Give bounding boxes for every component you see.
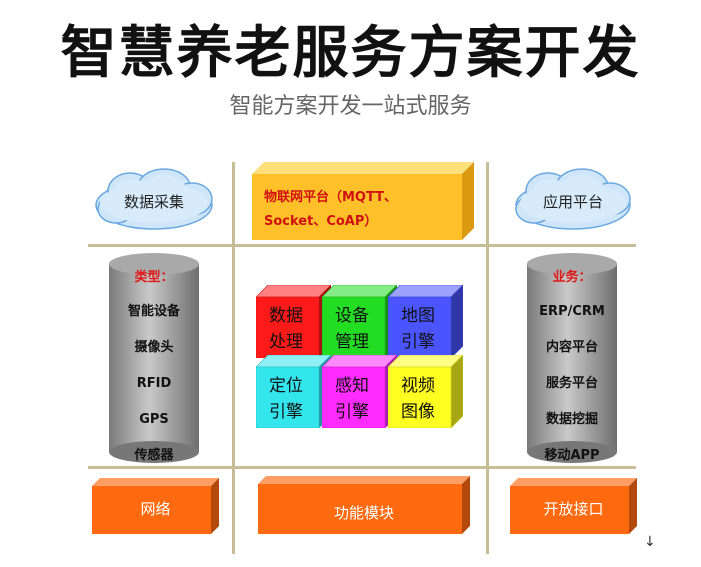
iot-platform-line1: 物联网平台（MQTT、 [264, 190, 398, 205]
cube-label-line2: 引擎 [269, 402, 303, 422]
business-cylinder: 业务： ERP/CRM 内容平台 服务平台 数据挖掘 移动APP [526, 252, 618, 464]
grid-line-bottom [88, 466, 636, 469]
cube-label-line1: 感知 [335, 376, 369, 396]
cube-label-line1: 定位 [269, 376, 303, 396]
type-item-sensor: 传感器 [134, 448, 174, 463]
open-interface-label: 开放接口 [543, 500, 604, 518]
type-item-smart-device: 智能设备 [127, 304, 180, 319]
business-item-mobile-app: 移动APP [544, 448, 600, 463]
cube-label-line1: 设备 [335, 306, 369, 326]
cube-label-line2: 管理 [335, 332, 369, 352]
business-list: ERP/CRM 内容平台 服务平台 数据挖掘 移动APP [526, 294, 618, 474]
cloud-icon [515, 168, 631, 230]
cube-shape [388, 355, 463, 428]
iot-platform-box: 物联网平台（MQTT、 Socket、CoAP） [252, 162, 474, 240]
cube-data-processing-text: 数据 处理 [256, 303, 316, 355]
business-item-data-mining: 数据挖掘 [545, 412, 598, 427]
cube-label-line2: 引擎 [335, 402, 369, 422]
cube-map-engine-text: 地图 引擎 [388, 303, 448, 355]
text-cursor-icon: ↓ [644, 534, 656, 550]
function-modules-label: 功能模块 [333, 504, 394, 522]
cube-label-line2: 引擎 [401, 332, 435, 352]
cube-perception-engine-text: 感知 引擎 [322, 373, 382, 425]
application-platform-cloud: 应用平台 [508, 165, 638, 237]
business-item-content: 内容平台 [545, 340, 598, 355]
iot-platform-text: 物联网平台（MQTT、 Socket、CoAP） [264, 186, 454, 234]
types-heading: 类型： [134, 270, 174, 285]
cube-label-line1: 视频 [401, 376, 435, 396]
network-box: 网络 [92, 478, 219, 534]
open-interface-box: 开放接口 [510, 478, 637, 534]
function-modules-box: 功能模块 [258, 476, 470, 534]
cloud-icon [95, 168, 213, 230]
cube-shape [388, 285, 463, 358]
page-subtitle: 智能方案开发一站式服务 [229, 94, 472, 119]
cube-label-line2: 处理 [269, 332, 303, 352]
business-item-service: 服务平台 [545, 376, 598, 391]
type-item-camera: 摄像头 [134, 340, 174, 355]
grid-line-right [486, 162, 489, 554]
iot-platform-line2: Socket、CoAP） [264, 214, 378, 229]
data-collection-label: 数据采集 [123, 193, 184, 211]
cube-label-line1: 地图 [401, 306, 435, 326]
cube-label-line1: 数据 [269, 306, 303, 326]
cube-video-image: 视频 图像 [388, 355, 463, 428]
page-title: 智慧养老服务方案开发 [60, 21, 641, 86]
cube-perception-engine: 感知 引擎 [322, 355, 397, 428]
cube-video-image-text: 视频 图像 [388, 373, 448, 425]
type-item-gps: GPS [139, 412, 169, 427]
network-label: 网络 [140, 500, 171, 518]
type-item-rfid: RFID [136, 376, 172, 391]
cube-positioning-engine: 定位 引擎 [256, 355, 331, 428]
data-collection-cloud: 数据采集 [88, 165, 220, 237]
cube-positioning-engine-text: 定位 引擎 [256, 373, 316, 425]
cube-map-engine: 地图 引擎 [388, 285, 463, 358]
cube-device-management-text: 设备 管理 [322, 303, 382, 355]
cube-label-line2: 图像 [401, 402, 435, 422]
business-heading: 业务： [552, 270, 592, 285]
cube-shape [256, 285, 331, 358]
types-list: 智能设备 摄像头 RFID GPS 传感器 [108, 294, 200, 474]
grid-line-left [232, 162, 235, 554]
grid-line-top [88, 244, 636, 247]
cube-device-management: 设备 管理 [322, 285, 397, 358]
application-platform-label: 应用平台 [542, 193, 603, 211]
cube-data-processing: 数据 处理 [256, 285, 331, 358]
data-types-cylinder: 类型： 智能设备 摄像头 RFID GPS 传感器 [108, 252, 200, 464]
business-item-erp-crm: ERP/CRM [539, 304, 605, 319]
